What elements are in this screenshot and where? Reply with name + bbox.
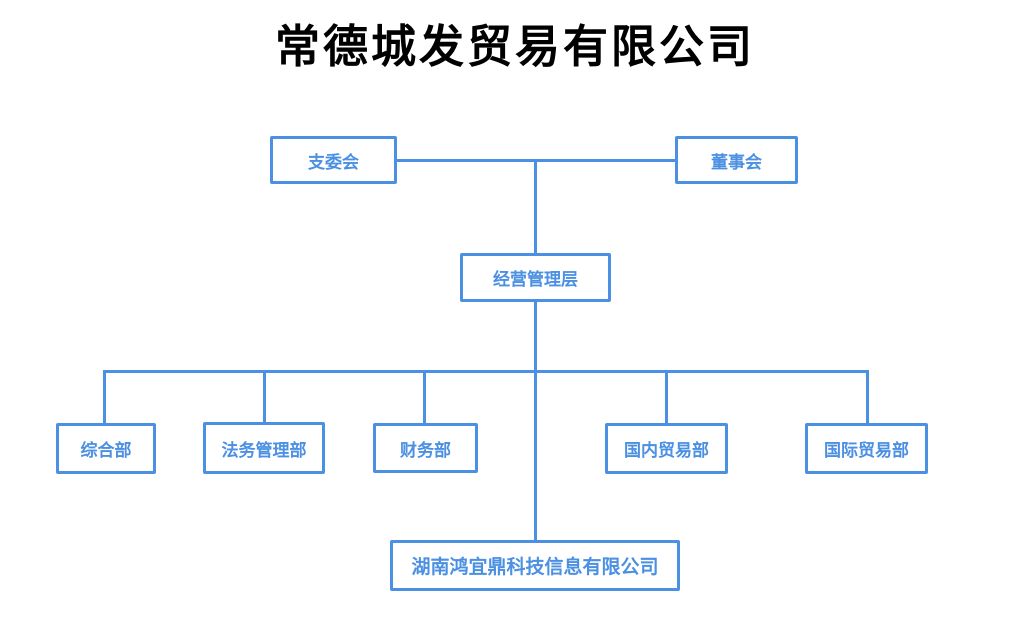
org-node-general-department[interactable]: 综合部: [56, 423, 156, 474]
org-node-legal-management-department[interactable]: 法务管理部: [203, 422, 325, 474]
connector-top-to-management: [534, 159, 537, 255]
org-node-party-committee[interactable]: 支委会: [270, 136, 397, 184]
connector-management-to-subsidiary: [534, 300, 537, 541]
chart-title: 常德城发贸易有限公司: [274, 20, 755, 73]
connector-drop-finance: [423, 370, 426, 425]
connector-drop-domestic: [665, 370, 668, 425]
org-node-domestic-trade-department[interactable]: 国内贸易部: [605, 423, 728, 474]
org-node-finance-department[interactable]: 财务部: [373, 423, 478, 473]
connector-drop-legal: [263, 370, 266, 424]
org-node-international-trade-department[interactable]: 国际贸易部: [805, 423, 928, 474]
connector-departments-horizontal: [103, 370, 869, 373]
connector-drop-general: [103, 370, 106, 425]
org-node-board-of-directors[interactable]: 董事会: [675, 136, 798, 184]
org-node-subsidiary-company[interactable]: 湖南鸿宜鼎科技信息有限公司: [390, 540, 680, 591]
connector-drop-intl: [866, 370, 869, 425]
org-node-management-layer[interactable]: 经营管理层: [460, 253, 611, 302]
